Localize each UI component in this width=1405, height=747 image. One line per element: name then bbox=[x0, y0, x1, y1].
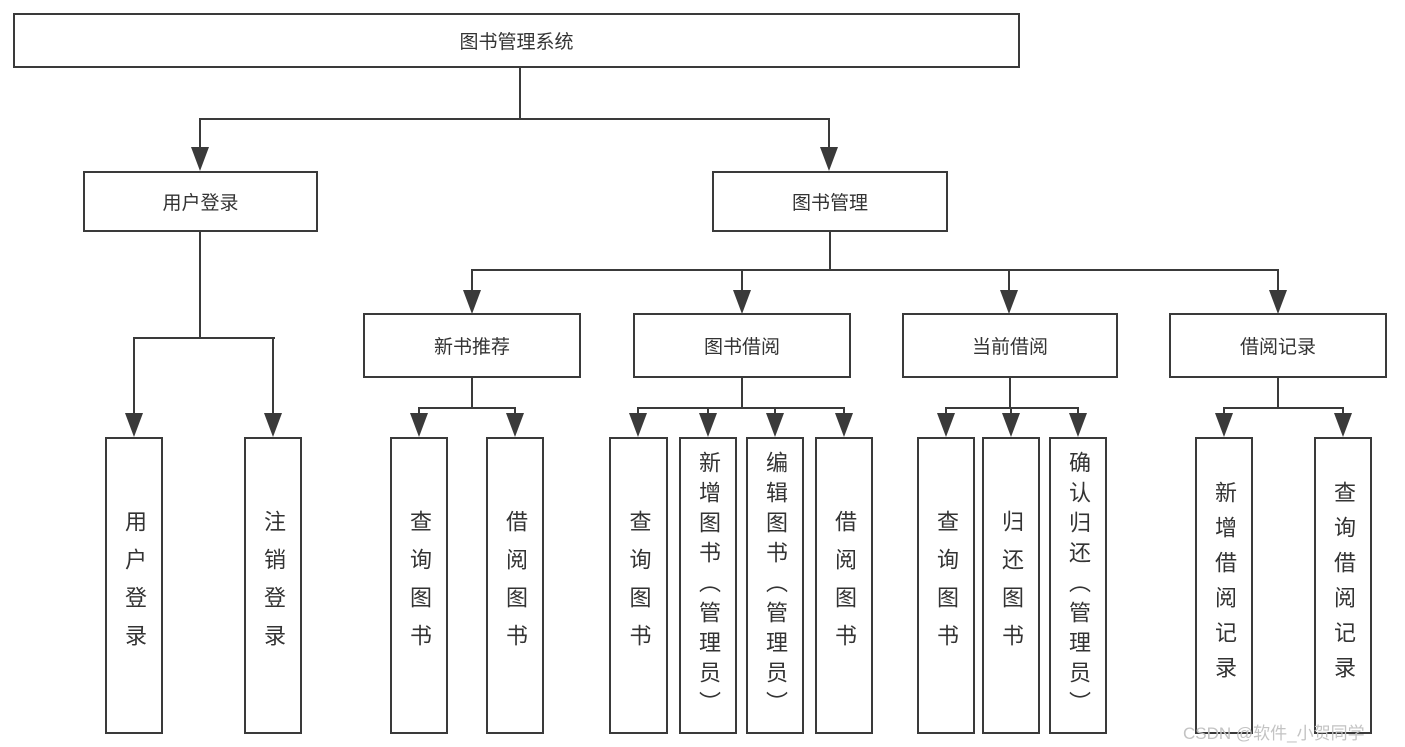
node-label: 新增图书（管理员） bbox=[696, 450, 721, 721]
node-label: 注销登录 bbox=[261, 509, 286, 662]
csdn-watermark: CSDN @软件_小贺同学 bbox=[1183, 724, 1365, 743]
arrow-down-icon bbox=[1069, 413, 1087, 437]
arrow-down-icon bbox=[410, 413, 428, 437]
node-label: 借阅记录 bbox=[1239, 337, 1316, 358]
arrow-down-icon bbox=[766, 413, 784, 437]
arrow-down-icon bbox=[629, 413, 647, 437]
connector-line bbox=[1010, 407, 1012, 416]
arrow-down-icon bbox=[820, 147, 838, 171]
connector-line bbox=[637, 407, 639, 416]
node-label: 查询图书 bbox=[934, 509, 959, 662]
arrow-down-icon bbox=[463, 290, 481, 314]
node-user-login: 用户登录 bbox=[83, 171, 318, 232]
node-current-borrow: 当前借阅 bbox=[902, 313, 1118, 378]
connector-line bbox=[828, 118, 830, 149]
node-library-system: 图书管理系统 bbox=[13, 13, 1020, 68]
connector-line bbox=[519, 66, 521, 120]
leaf-query-books-current: 查询图书 bbox=[917, 437, 975, 734]
arrow-down-icon bbox=[1000, 290, 1018, 314]
connector-line bbox=[133, 337, 275, 339]
connector-line bbox=[707, 407, 709, 416]
node-label: 确认归还（管理员） bbox=[1066, 450, 1091, 721]
node-label: 图书借阅 bbox=[703, 337, 780, 358]
leaf-query-borrow-record: 查询借阅记录 bbox=[1314, 437, 1372, 734]
connector-line bbox=[1077, 407, 1079, 416]
node-label: 查询图书 bbox=[407, 509, 432, 662]
node-label: 新增借阅记录 bbox=[1212, 480, 1237, 691]
leaf-query-books-borrow: 查询图书 bbox=[609, 437, 668, 734]
connector-line bbox=[1008, 269, 1010, 291]
arrow-down-icon bbox=[1002, 413, 1020, 437]
arrow-down-icon bbox=[1215, 413, 1233, 437]
node-label: 图书管理系统 bbox=[459, 32, 574, 53]
connector-line bbox=[272, 337, 274, 414]
leaf-borrow-books: 借阅图书 bbox=[815, 437, 873, 734]
leaf-user-login: 用户登录 bbox=[105, 437, 163, 734]
connector-line bbox=[199, 230, 201, 338]
arrow-down-icon bbox=[937, 413, 955, 437]
connector-line bbox=[1223, 407, 1225, 416]
node-label: 查询借阅记录 bbox=[1331, 480, 1356, 691]
connector-line bbox=[843, 407, 845, 416]
leaf-query-books-recommend: 查询图书 bbox=[390, 437, 448, 734]
connector-line bbox=[741, 269, 743, 291]
node-new-book-recommend: 新书推荐 bbox=[363, 313, 581, 378]
connector-line bbox=[741, 376, 743, 409]
leaf-return-books: 归还图书 bbox=[982, 437, 1040, 734]
arrow-down-icon bbox=[506, 413, 524, 437]
node-borrow-records: 借阅记录 bbox=[1169, 313, 1387, 378]
leaf-edit-book-admin: 编辑图书（管理员） bbox=[746, 437, 804, 734]
connector-line bbox=[1342, 407, 1344, 416]
arrow-down-icon bbox=[264, 413, 282, 437]
connector-line bbox=[199, 118, 830, 120]
connector-line bbox=[1223, 407, 1344, 409]
connector-line bbox=[514, 407, 516, 416]
connector-line bbox=[471, 269, 473, 291]
connector-line bbox=[637, 407, 845, 409]
node-book-management: 图书管理 bbox=[712, 171, 948, 232]
connector-line bbox=[418, 407, 420, 416]
arrow-down-icon bbox=[191, 147, 209, 171]
arrow-down-icon bbox=[733, 290, 751, 314]
leaf-add-borrow-record: 新增借阅记录 bbox=[1195, 437, 1253, 734]
node-label: 编辑图书（管理员） bbox=[763, 450, 788, 721]
connector-line bbox=[199, 118, 201, 149]
connector-line bbox=[829, 230, 831, 271]
node-label: 图书管理 bbox=[791, 193, 868, 214]
leaf-borrow-books-recommend: 借阅图书 bbox=[486, 437, 544, 734]
connector-line bbox=[1277, 269, 1279, 291]
node-label: 用户登录 bbox=[122, 509, 147, 662]
node-label: 当前借阅 bbox=[971, 337, 1048, 358]
node-label: 查询图书 bbox=[626, 509, 652, 662]
node-label: 归还图书 bbox=[999, 509, 1024, 662]
connector-line bbox=[418, 407, 516, 409]
node-label: 用户登录 bbox=[162, 193, 239, 214]
arrow-down-icon bbox=[835, 413, 853, 437]
connector-line bbox=[945, 407, 947, 416]
arrow-down-icon bbox=[125, 413, 143, 437]
connector-line bbox=[1009, 376, 1011, 409]
leaf-confirm-return-admin: 确认归还（管理员） bbox=[1049, 437, 1107, 734]
node-book-borrow: 图书借阅 bbox=[633, 313, 851, 378]
connector-line bbox=[774, 407, 776, 416]
connector-line bbox=[471, 269, 1279, 271]
leaf-logout: 注销登录 bbox=[244, 437, 302, 734]
node-label: 借阅图书 bbox=[832, 509, 857, 662]
node-label: 借阅图书 bbox=[503, 509, 528, 662]
connector-line bbox=[471, 376, 473, 409]
connector-line bbox=[133, 337, 135, 414]
arrow-down-icon bbox=[699, 413, 717, 437]
node-label: 新书推荐 bbox=[433, 337, 510, 358]
arrow-down-icon bbox=[1269, 290, 1287, 314]
arrow-down-icon bbox=[1334, 413, 1352, 437]
connector-line bbox=[1277, 376, 1279, 409]
connector-line bbox=[945, 407, 1079, 409]
leaf-add-book-admin: 新增图书（管理员） bbox=[679, 437, 737, 734]
